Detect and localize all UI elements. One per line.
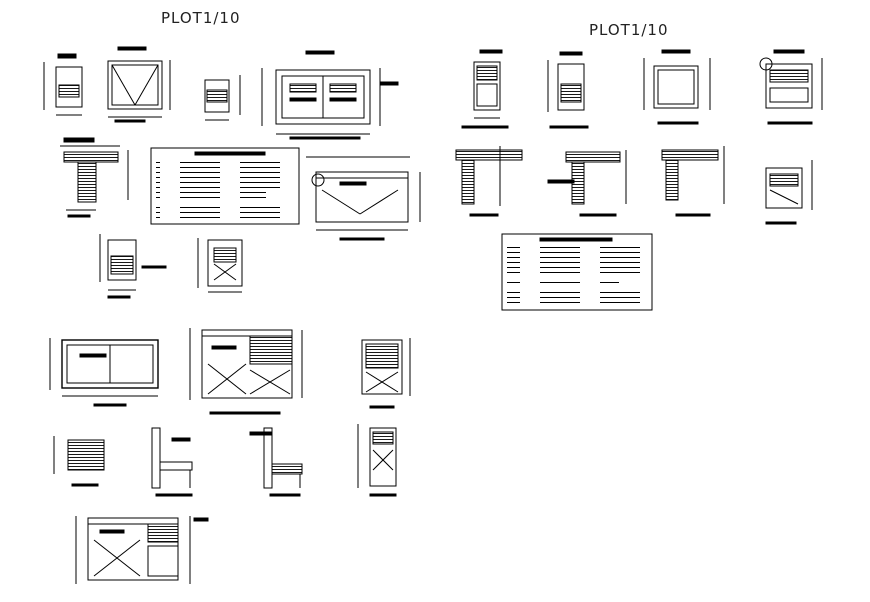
- spec-box-left: [150, 147, 300, 225]
- elevation-chair-side-1: [151, 427, 193, 497]
- elevation-chair-side-2: [249, 427, 303, 497]
- elevation-cabinet-side-4: [461, 49, 509, 129]
- elevation-cabinet-side-3: [99, 234, 167, 299]
- elevation-desk-front-1: [189, 328, 303, 415]
- elevation-cabinet-side-1: [43, 53, 83, 116]
- elevation-chair-front-1: [357, 424, 397, 497]
- section-detail-top-1: [60, 137, 129, 218]
- elevation-cabinet-front-3: [643, 49, 711, 125]
- section-detail-top-4: [661, 146, 725, 217]
- elevation-table-front-1: [261, 50, 399, 140]
- elevation-cabinet-side-2: [204, 75, 241, 121]
- section-detail-top-2: [455, 146, 523, 217]
- elevation-cabinet-side-6: [765, 160, 813, 225]
- elevation-cabinet-front-1: [107, 46, 171, 123]
- elevation-cabinet-front-2: [197, 238, 243, 293]
- section-detail-top-3: [547, 150, 627, 217]
- elevation-cabinet-front-4: [759, 49, 823, 125]
- plan-table-top: [49, 338, 159, 407]
- detail-hatched-block: [53, 436, 105, 487]
- elevation-desk-front-2: [75, 516, 209, 584]
- plot-scale-title-left: PLOT1/10: [161, 9, 241, 27]
- plot-scale-title-right: PLOT1/10: [589, 21, 669, 39]
- elevation-cabinet-side-7: [361, 338, 411, 409]
- elevation-table-front-2: [306, 156, 421, 241]
- spec-box-right: [501, 233, 653, 311]
- elevation-cabinet-side-5: [547, 51, 589, 129]
